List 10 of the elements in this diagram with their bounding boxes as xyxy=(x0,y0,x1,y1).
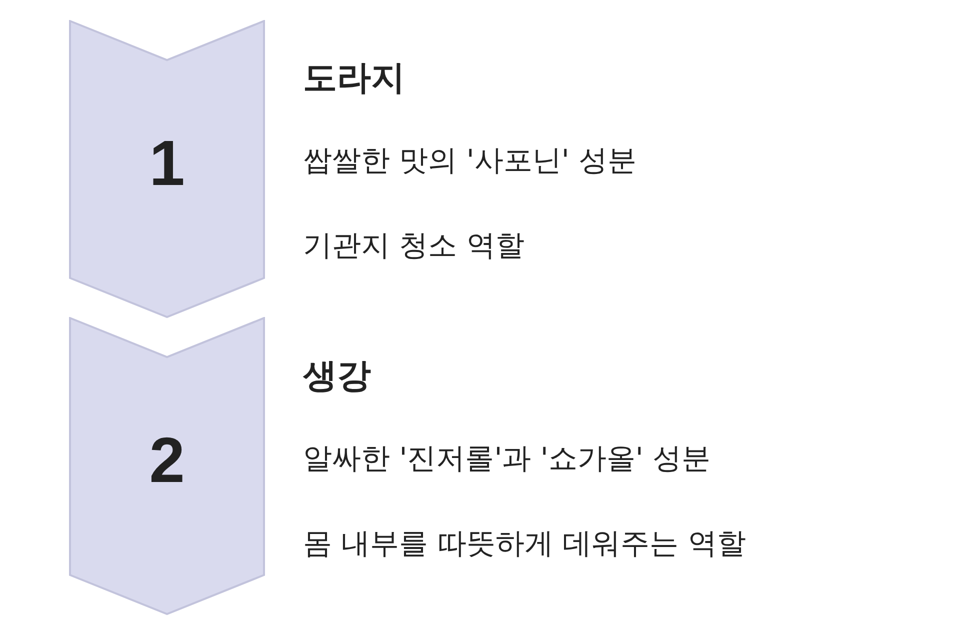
description-text: 쌉쌀한 맛의 '사포닌' 성분 xyxy=(303,142,637,179)
heading: 도라지 xyxy=(303,58,405,98)
step-number: 2 xyxy=(148,428,186,492)
chevron xyxy=(69,20,265,318)
chevron xyxy=(69,317,265,615)
description-text: 기관지 청소 역할 xyxy=(303,227,524,264)
description-text: 알싸한 '진저롤'과 '쇼가올' 성분 xyxy=(303,440,711,477)
step-number: 1 xyxy=(148,131,186,195)
description-text: 몸 내부를 따뜻하게 데워주는 역할 xyxy=(303,525,746,562)
heading: 생강 xyxy=(303,356,371,396)
